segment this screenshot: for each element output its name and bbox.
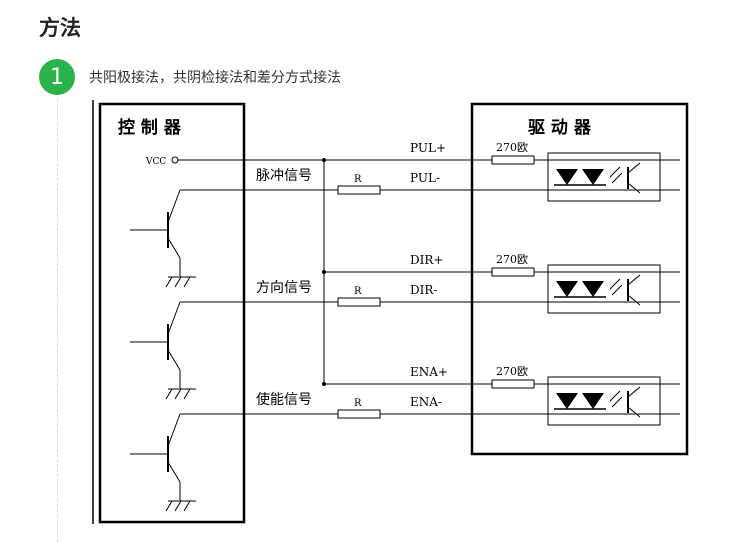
label-signal-1: 方向信号 xyxy=(256,280,312,296)
series-resistor xyxy=(337,409,381,419)
vcc-label: VCC xyxy=(145,157,166,167)
transistor-collector xyxy=(167,301,181,335)
label-signal-0: 脉冲信号 xyxy=(256,168,312,184)
step-number-badge: 1 xyxy=(39,59,75,95)
ground-hatch xyxy=(183,500,191,512)
series-resistor xyxy=(337,297,381,307)
ground-hatch xyxy=(183,276,191,288)
optocoupler-box xyxy=(547,376,661,426)
optocoupler-box xyxy=(547,152,661,202)
ground-hatch xyxy=(165,276,173,288)
resistor-label: R xyxy=(354,174,362,185)
led-diode-icon xyxy=(556,281,578,297)
current-limit-resistor xyxy=(491,267,535,277)
led-diode-icon xyxy=(556,169,578,185)
light-arrow-icon xyxy=(609,278,621,290)
page-title: 方法 xyxy=(39,16,81,40)
transistor-collector xyxy=(167,413,181,447)
label-resistance-0: 270欧 xyxy=(496,141,528,154)
transistor-emitter xyxy=(167,461,181,483)
current-limit-resistor xyxy=(491,155,535,165)
light-arrow-icon xyxy=(611,284,623,296)
transistor-collector xyxy=(167,189,181,223)
phototransistor-collector xyxy=(627,162,641,174)
light-arrow-icon xyxy=(611,172,623,184)
current-limit-resistor xyxy=(491,379,535,389)
label-resistance-1: 270欧 xyxy=(496,253,528,266)
phototransistor-collector xyxy=(627,386,641,398)
step-description: 共阳极接法，共阴检接法和差分方式接法 xyxy=(89,70,341,86)
ground-hatch xyxy=(165,500,173,512)
step-guide-line xyxy=(57,98,58,542)
phototransistor-emitter xyxy=(627,182,641,194)
led-diode-icon xyxy=(556,393,578,409)
driver-box xyxy=(470,102,689,456)
ground-hatch xyxy=(174,500,182,512)
phototransistor-emitter xyxy=(627,406,641,418)
label-minus-1: DIR- xyxy=(410,283,437,297)
led-diode-icon xyxy=(582,169,604,185)
driver-label: 驱 动 器 xyxy=(528,118,592,138)
ground-hatch xyxy=(165,388,173,400)
transistor-emitter xyxy=(167,237,181,259)
label-resistance-2: 270欧 xyxy=(496,365,528,378)
vcc-terminal xyxy=(171,156,179,164)
junction-dot xyxy=(322,158,326,162)
light-arrow-icon xyxy=(609,166,621,178)
resistor-label: R xyxy=(354,398,362,409)
phototransistor-emitter xyxy=(627,294,641,306)
series-resistor xyxy=(337,185,381,195)
channel-group: PUL+ 270欧 R PUL- 脉冲信号 DIR+ 270欧 R DIR- 方向信号 ENA+ 27… xyxy=(130,141,680,512)
junction-dot xyxy=(322,270,326,274)
ground-hatch xyxy=(174,388,182,400)
label-minus-2: ENA- xyxy=(410,395,442,409)
resistor-label: R xyxy=(354,286,362,297)
optocoupler-box xyxy=(547,264,661,314)
label-plus-2: ENA+ xyxy=(410,365,448,379)
light-arrow-icon xyxy=(611,396,623,408)
phototransistor-collector xyxy=(627,274,641,286)
led-diode-icon xyxy=(582,393,604,409)
controller-label: 控 制 器 xyxy=(118,117,182,138)
transistor-emitter xyxy=(167,349,181,371)
label-signal-2: 使能信号 xyxy=(256,391,312,408)
ground-hatch xyxy=(183,388,191,400)
controller-box xyxy=(98,102,246,524)
led-diode-icon xyxy=(582,281,604,297)
ground-hatch xyxy=(174,276,182,288)
light-arrow-icon xyxy=(609,390,621,402)
label-plus-1: DIR+ xyxy=(410,253,443,267)
junction-dot xyxy=(322,382,326,386)
step-row: 1 共阳极接法，共阴检接法和差分方式接法 xyxy=(39,59,341,95)
label-plus-0: PUL+ xyxy=(410,141,446,155)
label-minus-0: PUL- xyxy=(410,171,440,185)
